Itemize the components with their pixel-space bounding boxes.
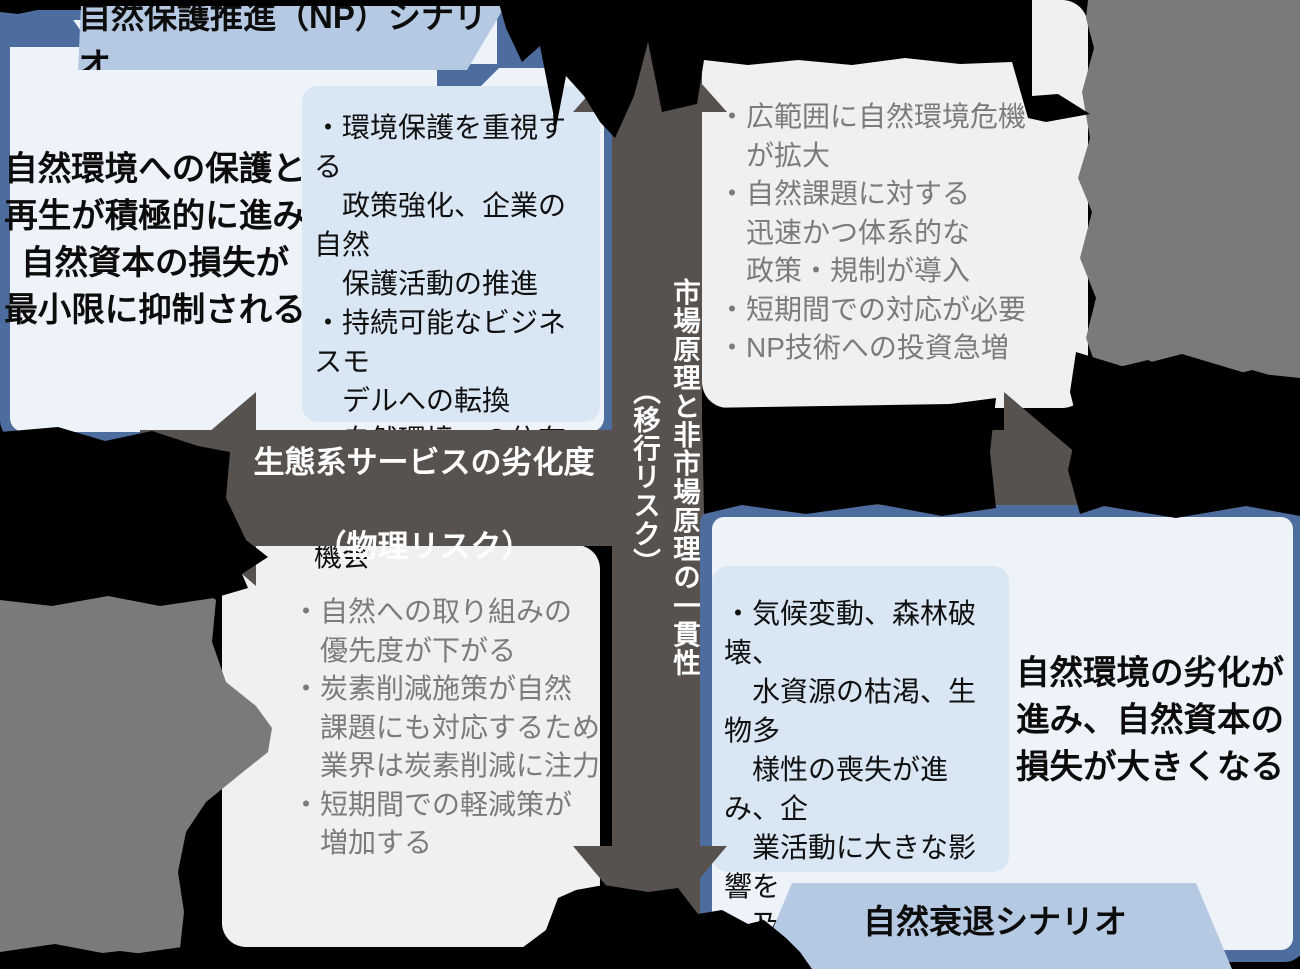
decline-summary-text: 自然環境の劣化が 進み、自然資本の 損失が大きくなる	[1016, 655, 1284, 786]
decline-scenario-banner: 自然衰退シナリオ	[756, 883, 1232, 969]
np-scenario-banner: 自然保護推進（NP）シナリオ	[78, 6, 505, 70]
horizontal-axis-label: 生態系サービスの劣化度 （物理リスク）	[238, 442, 610, 568]
decline-scenario-banner-label: 自然衰退シナリオ	[863, 903, 1127, 940]
horizontal-axis-label-main: 生態系サービスの劣化度	[253, 445, 595, 480]
np-summary-text: 自然環境への保護と 再生が積極的に進み 自然資本の損失が 最小限に抑制される	[4, 151, 306, 329]
vertical-axis-label-main: 市場原理と非市場原理の一貫性	[669, 277, 700, 677]
np-scenario-banner-label: 自然保護推進（NP）シナリオ	[78, 0, 487, 83]
physical-risk-panel: ・自然への取り組みの 優先度が下がる ・炭素削減施策が自然 課題にも対応するため…	[222, 545, 600, 947]
np-details-bubble: ・環境保護を重視する 政策強化、企業の自然 保護活動の推進 ・持続可能なビジネス…	[302, 86, 600, 572]
vertical-axis-label-sub: （移行リスク）	[629, 377, 660, 577]
decline-details-bubble: ・気候変動、森林破壊、 水資源の枯渇、生物多 様性の喪失が進み、企 業活動に大き…	[712, 566, 1009, 969]
transition-risk-bullets: ・広範囲に自然環境危機 が拡大 ・自然課題に対する 迅速かつ体系的な 政策・規制…	[718, 101, 1027, 363]
vertical-axis-label: 市場原理と非市場原理の一貫性 （移行リスク）	[604, 274, 704, 680]
horizontal-axis-label-sub: （物理リスク）	[315, 529, 533, 564]
physical-risk-bullets: ・自然への取り組みの 優先度が下がる ・炭素削減施策が自然 課題にも対応するため…	[292, 596, 601, 858]
